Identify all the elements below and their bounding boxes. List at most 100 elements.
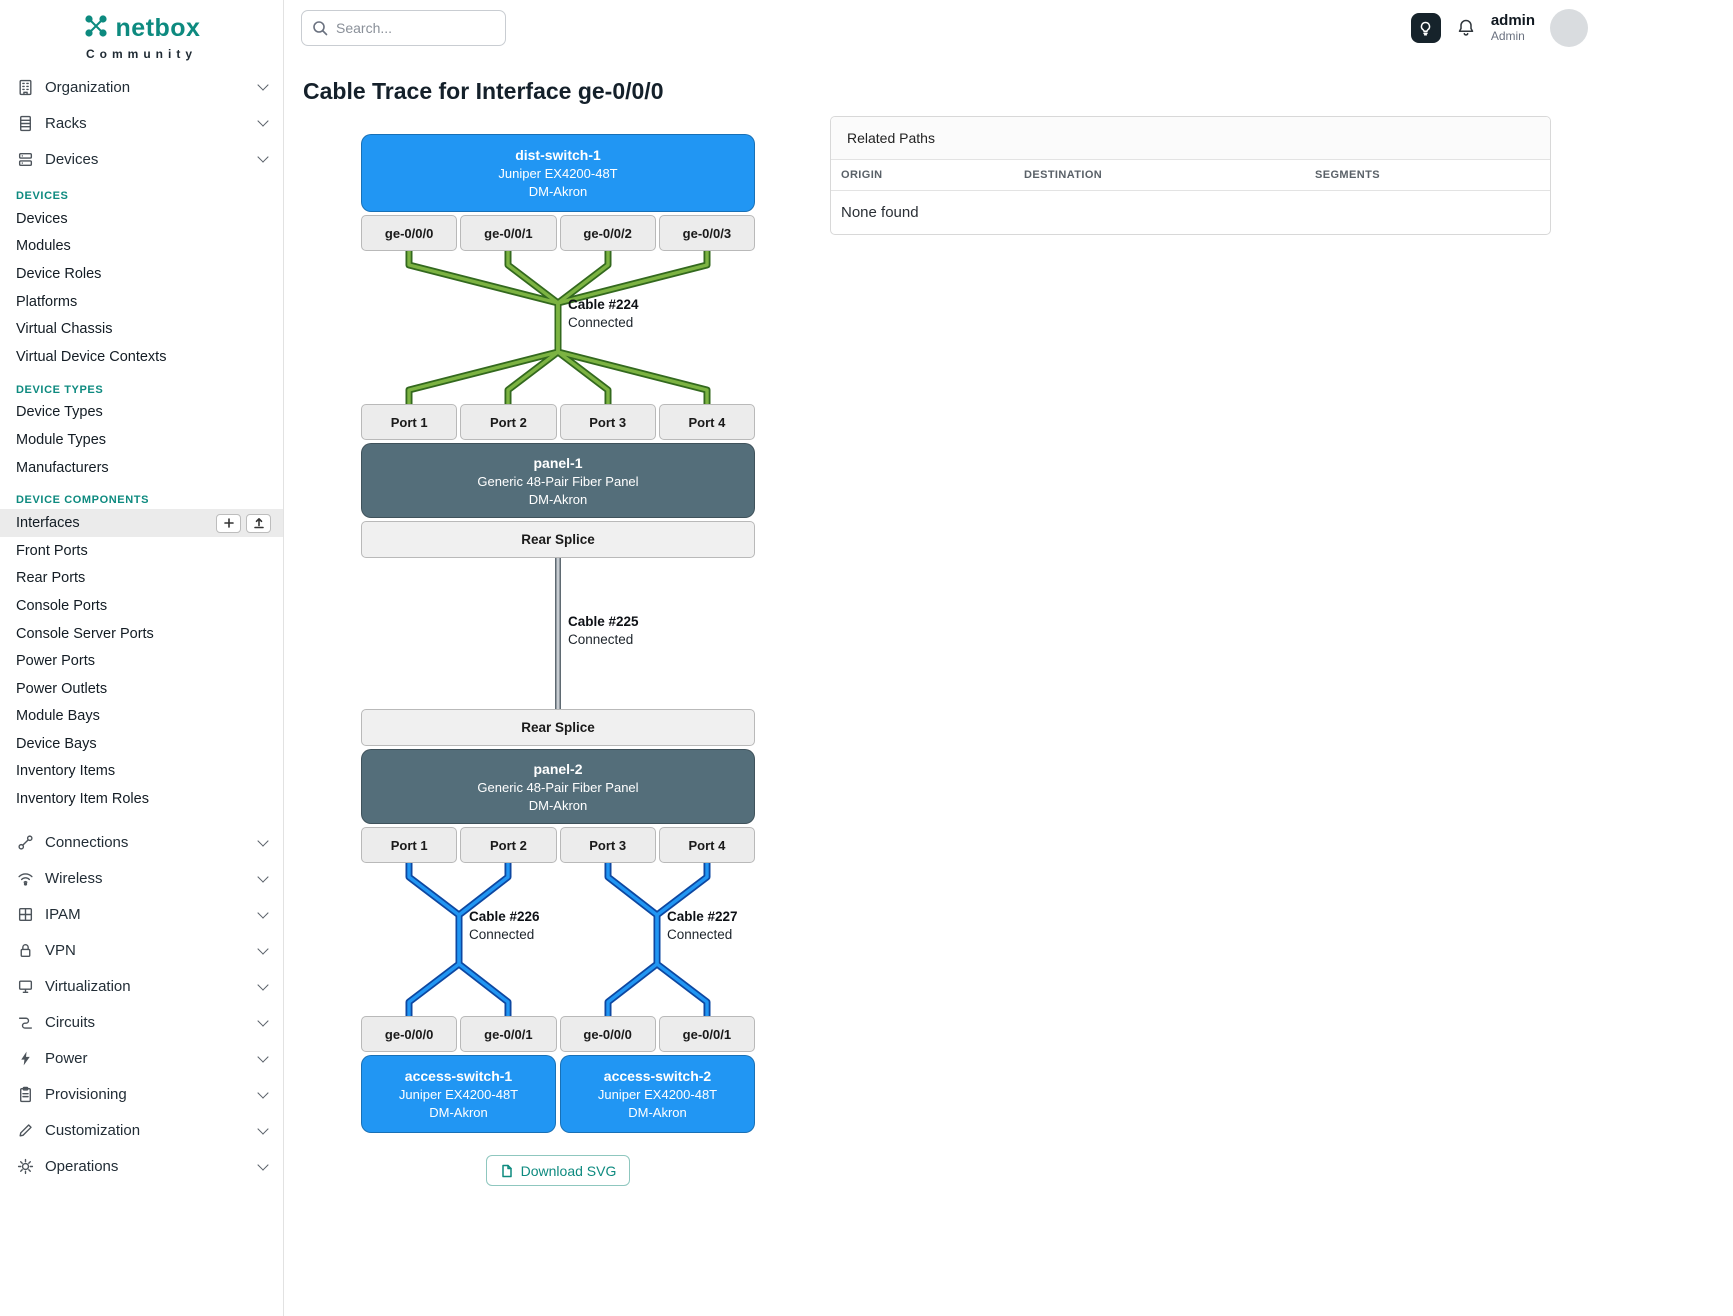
chevron-down-icon <box>257 1087 269 1099</box>
related-paths-title: Related Paths <box>831 117 1550 160</box>
sidebar-item-virtual-chassis[interactable]: Virtual Chassis <box>16 321 113 338</box>
sidebar-item-module-types[interactable]: Module Types <box>16 431 107 448</box>
sidebar-group-organization[interactable]: Organization <box>0 69 283 105</box>
sidebar-item-device-types[interactable]: Device Types <box>16 404 103 421</box>
port-node[interactable]: Port 2 <box>460 404 557 440</box>
lightning-icon <box>16 1050 34 1067</box>
user-name: admin <box>1490 12 1535 30</box>
user-avatar[interactable] <box>1550 9 1588 47</box>
connections-icon <box>16 834 34 851</box>
sidebar-group-power[interactable]: Power <box>0 1041 283 1077</box>
sidebar-section-devices: DEVICES <box>16 190 69 202</box>
dark-mode-toggle[interactable] <box>1410 13 1441 43</box>
cable-trace-diagram: dist-switch-1 Juniper EX4200-48T DM-Akro… <box>361 134 755 1133</box>
sidebar-group-customization[interactable]: Customization <box>0 1113 283 1149</box>
building-icon <box>16 79 34 96</box>
sidebar-group-racks[interactable]: Racks <box>0 105 283 141</box>
rack-icon <box>16 115 34 132</box>
device-node-access-switch-1[interactable]: access-switch-1 Juniper EX4200-48T DM-Ak… <box>361 1055 556 1133</box>
panel1-front-ports: Port 1 Port 2 Port 3 Port 4 <box>361 404 755 440</box>
brand-logo[interactable]: netbox Community <box>0 0 283 69</box>
port-node[interactable]: ge-0/0/1 <box>658 1016 755 1052</box>
sidebar-group-connections[interactable]: Connections <box>0 825 283 861</box>
sidebar-group-provisioning[interactable]: Provisioning <box>0 1077 283 1113</box>
add-interface-button[interactable] <box>216 513 241 533</box>
sidebar-group-circuits[interactable]: Circuits <box>0 1005 283 1041</box>
port-node[interactable]: ge-0/0/0 <box>559 1016 656 1052</box>
sidebar-group-devices[interactable]: Devices <box>0 141 283 177</box>
user-menu[interactable]: admin Admin <box>1491 12 1535 43</box>
cable-225-label[interactable]: Cable #225 Connected <box>568 614 639 647</box>
port-node[interactable]: ge-0/0/1 <box>460 1016 557 1052</box>
port-node[interactable]: Port 4 <box>658 827 755 863</box>
search-icon <box>313 21 328 36</box>
sidebar-item-front-ports[interactable]: Front Ports <box>16 542 88 559</box>
rear-splice-node[interactable]: Rear Splice <box>361 521 755 558</box>
device-node-panel-2[interactable]: panel-2 Generic 48-Pair Fiber Panel DM-A… <box>361 749 755 824</box>
sidebar-item-power-outlets[interactable]: Power Outlets <box>16 680 108 697</box>
chevron-down-icon <box>257 79 269 91</box>
chevron-down-icon <box>257 1123 269 1135</box>
cable-226-label[interactable]: Cable #226 Connected <box>469 909 540 942</box>
port-node[interactable]: ge-0/0/0 <box>361 1016 458 1052</box>
sidebar-item-power-ports[interactable]: Power Ports <box>16 653 95 670</box>
bell-icon <box>1458 19 1474 36</box>
panel2-front-ports: Port 1 Port 2 Port 3 Port 4 <box>361 827 755 863</box>
device-node-access-switch-2[interactable]: access-switch-2 Juniper EX4200-48T DM-Ak… <box>560 1055 755 1133</box>
sidebar-item-inventory-items[interactable]: Inventory Items <box>16 763 116 780</box>
download-svg-button[interactable]: Download SVG <box>485 1155 631 1186</box>
sidebar-item-console-server-ports[interactable]: Console Server Ports <box>16 625 154 642</box>
sidebar-item-modules[interactable]: Modules <box>16 238 71 255</box>
sidebar-item-inventory-item-roles[interactable]: Inventory Item Roles <box>16 791 149 808</box>
sidebar-item-manufacturers[interactable]: Manufacturers <box>16 459 109 476</box>
search-input[interactable] <box>301 10 506 46</box>
port-node[interactable]: ge-0/0/2 <box>559 215 656 251</box>
sidebar-group-wireless[interactable]: Wireless <box>0 861 283 897</box>
sidebar-item-device-bays[interactable]: Device Bays <box>16 735 97 752</box>
port-node[interactable]: Port 1 <box>361 404 458 440</box>
chevron-down-icon <box>257 1015 269 1027</box>
port-node[interactable]: Port 1 <box>361 827 458 863</box>
port-node[interactable]: ge-0/0/0 <box>361 215 458 251</box>
related-paths-card: Related Paths ORIGIN DESTINATION SEGMENT… <box>830 116 1551 235</box>
cable-227-label[interactable]: Cable #227 Connected <box>667 909 738 942</box>
device-node-dist-switch-1[interactable]: dist-switch-1 Juniper EX4200-48T DM-Akro… <box>361 134 755 212</box>
wifi-icon <box>16 870 34 887</box>
cable-224-label[interactable]: Cable #224 Connected <box>568 297 639 330</box>
sidebar-group-vpn[interactable]: VPN <box>0 933 283 969</box>
sidebar-item-console-ports[interactable]: Console Ports <box>16 597 108 614</box>
port-node[interactable]: Port 3 <box>559 404 656 440</box>
device-node-panel-1[interactable]: panel-1 Generic 48-Pair Fiber Panel DM-A… <box>361 443 755 518</box>
sidebar-item-rear-ports[interactable]: Rear Ports <box>16 570 86 587</box>
sidebar-item-device-roles[interactable]: Device Roles <box>16 265 102 282</box>
cable-224-lines <box>405 251 711 404</box>
sidebar-item-virtual-device-contexts[interactable]: Virtual Device Contexts <box>16 348 167 365</box>
cable-225-line <box>555 558 561 709</box>
port-node[interactable]: Port 4 <box>658 404 755 440</box>
chevron-down-icon <box>257 943 269 955</box>
brand-subtitle: Community <box>86 47 197 61</box>
sidebar-item-interfaces[interactable]: Interfaces <box>0 509 283 537</box>
related-paths-empty-row: None found <box>841 204 919 221</box>
port-node[interactable]: ge-0/0/1 <box>460 215 557 251</box>
lock-icon <box>16 942 34 959</box>
clipboard-icon <box>16 1086 34 1103</box>
sidebar-item-devices[interactable]: Devices <box>16 210 68 227</box>
port-node[interactable]: Port 2 <box>460 827 557 863</box>
port-node[interactable]: Port 3 <box>559 827 656 863</box>
sidebar-group-virtualization[interactable]: Virtualization <box>0 969 283 1005</box>
sidebar-item-module-bays[interactable]: Module Bays <box>16 708 100 725</box>
file-icon <box>501 1164 512 1177</box>
column-header-segments: SEGMENTS <box>1315 169 1380 181</box>
sidebar-item-platforms[interactable]: Platforms <box>16 293 78 310</box>
rear-splice-node[interactable]: Rear Splice <box>361 709 755 746</box>
pencil-icon <box>16 1122 34 1139</box>
port-node[interactable]: ge-0/0/3 <box>658 215 755 251</box>
import-interfaces-button[interactable] <box>246 513 271 533</box>
notifications-button[interactable] <box>1456 18 1476 38</box>
chevron-down-icon <box>257 115 269 127</box>
cable-226-227-zone: Cable #226 Connected Cable #227 Connecte… <box>361 863 755 1016</box>
sidebar-group-operations[interactable]: Operations <box>0 1149 283 1185</box>
sidebar-section-device-types: DEVICE TYPES <box>16 383 104 396</box>
sidebar-group-ipam[interactable]: IPAM <box>0 897 283 933</box>
